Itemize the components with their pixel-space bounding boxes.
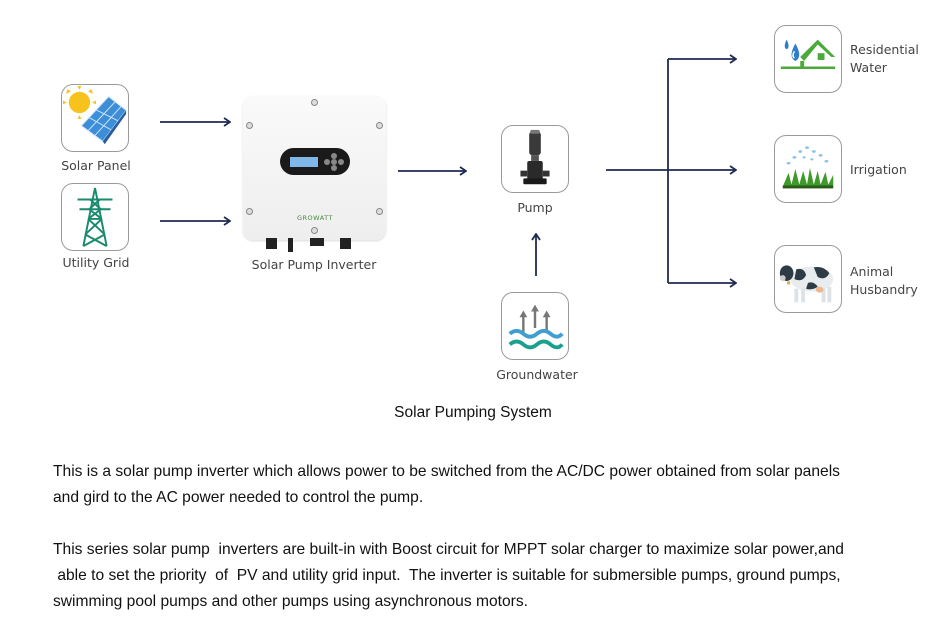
house-water-icon [780,39,836,69]
inverter-device: GROWATT [243,96,386,240]
brand-logo: GROWATT [297,214,334,222]
paragraph-line: swimming pool pumps and other pumps usin… [53,593,528,610]
solar-panel-node [61,84,129,152]
paragraph-line: This is a solar pump inverter which allo… [53,463,840,480]
paragraph-line: This series solar pump inverters are bui… [53,541,844,558]
screw [246,208,253,215]
cow-icon [779,265,834,303]
paragraph-line: and gird to the AC power needed to contr… [53,489,424,506]
description-paragraph-1: This is a solar pump inverter which allo… [53,459,923,511]
inverter-label: Solar Pump Inverter [251,257,377,272]
irrigation-node [774,135,842,203]
screw [376,122,383,129]
animal-husbandry-node [774,245,842,313]
irrigation-label: Irrigation [850,162,907,177]
inverter-terminal [288,238,293,252]
residential-water-label: Residential Water [850,42,919,75]
keypad [324,153,344,171]
screw [376,208,383,215]
screw [311,99,318,106]
paragraph-line: able to set the priority of PV and utili… [53,567,841,584]
diagram-caption: Solar Pumping System [394,404,552,421]
lcd-screen [290,157,318,167]
inverter-terminal [310,238,324,246]
pump-label: Pump [517,200,553,215]
groundwater-node [501,292,569,360]
utility-grid-label: Utility Grid [62,255,130,270]
solar-panel-label: Solar Panel [61,158,131,173]
solar-panel-icon [62,85,127,145]
screw [311,227,318,234]
utility-grid-node [61,183,129,251]
screw [246,122,253,129]
pump-node [501,125,569,193]
pump-icon [520,129,550,185]
sprinkler-grass-icon [782,146,834,189]
inverter-terminal [266,238,277,249]
residential-water-node [774,25,842,93]
groundwater-label: Groundwater [496,367,578,382]
inverter-display [280,148,350,175]
inverter-terminal [340,238,351,249]
animal-husbandry-label: Animal Husbandry [850,264,918,297]
groundwater-icon [508,304,564,350]
description-paragraph-2: This series solar pump inverters are bui… [53,537,923,615]
transmission-tower-icon [77,187,113,247]
